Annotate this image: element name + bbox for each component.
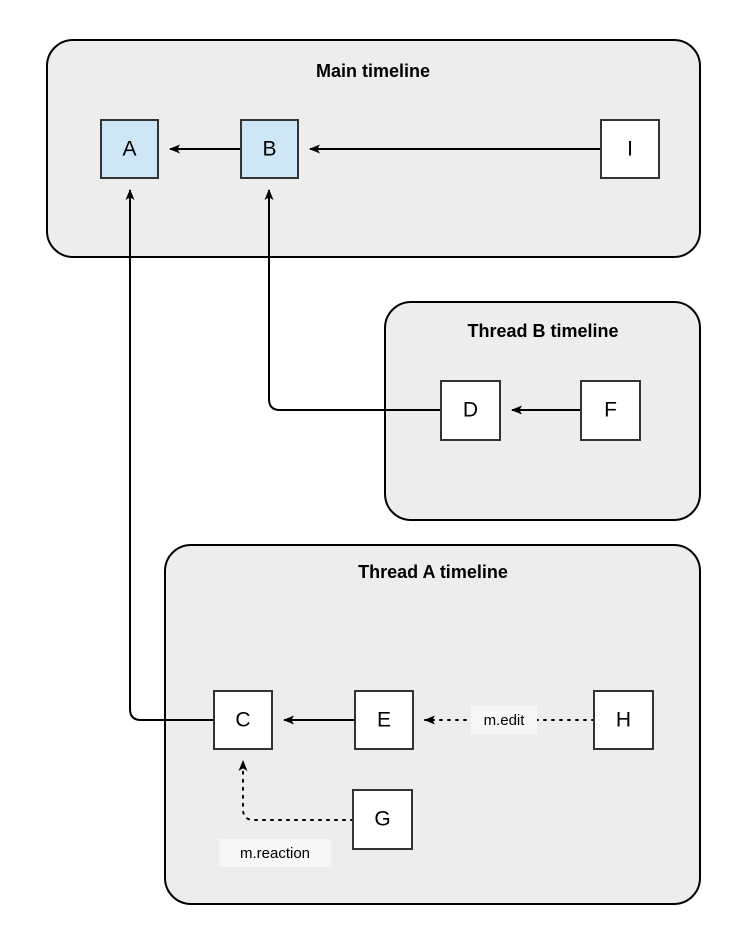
node-i[interactable]: I [600, 119, 660, 179]
node-c-box[interactable] [213, 690, 273, 750]
edge-d-to-b [264, 189, 441, 411]
edge-label-m-edit-bg [471, 706, 537, 734]
node-f[interactable]: F [580, 380, 641, 441]
container-group: Main timeline Thread B timeline Thread A… [46, 39, 701, 905]
container-thread-b-timeline-title: Thread B timeline [467, 321, 618, 341]
edge-group [125, 144, 601, 821]
edge-label-m-edit: m.edit [471, 706, 537, 734]
node-d[interactable]: D [440, 380, 501, 441]
node-i-box[interactable] [600, 119, 660, 179]
container-thread-a-timeline: Thread A timeline [164, 544, 701, 905]
node-e-box[interactable] [354, 690, 414, 750]
node-c-label: C [235, 709, 250, 732]
node-a-label: A [122, 138, 136, 161]
edge-label-m-edit-text: m.edit [484, 712, 526, 729]
node-b-label: B [262, 138, 276, 161]
edge-label-group: m.edit m.reaction [219, 706, 537, 867]
container-thread-a-timeline-box [164, 544, 701, 905]
node-e[interactable]: E [354, 690, 414, 750]
node-d-box[interactable] [440, 380, 501, 441]
node-c[interactable]: C [213, 690, 273, 750]
node-group: A B I D F C [100, 119, 660, 850]
node-g[interactable]: G [352, 789, 413, 850]
node-a-box[interactable] [100, 119, 159, 179]
node-b-box[interactable] [240, 119, 299, 179]
node-h-label: H [616, 709, 631, 732]
node-d-label: D [463, 399, 478, 422]
node-f-box[interactable] [580, 380, 641, 441]
node-h[interactable]: H [593, 690, 654, 750]
node-b[interactable]: B [240, 119, 299, 179]
node-i-label: I [627, 138, 633, 161]
edge-label-m-reaction-bg [219, 839, 331, 867]
container-main-timeline-title: Main timeline [316, 61, 430, 81]
node-f-label: F [604, 399, 617, 422]
edge-label-m-reaction-text: m.reaction [240, 845, 310, 862]
edge-label-m-reaction: m.reaction [219, 839, 331, 867]
node-h-box[interactable] [593, 690, 654, 750]
node-a[interactable]: A [100, 119, 159, 179]
node-g-box[interactable] [352, 789, 413, 850]
container-thread-a-timeline-title: Thread A timeline [358, 562, 508, 582]
node-e-label: E [377, 709, 391, 732]
edge-c-to-a [125, 189, 214, 721]
node-g-label: G [374, 808, 390, 831]
